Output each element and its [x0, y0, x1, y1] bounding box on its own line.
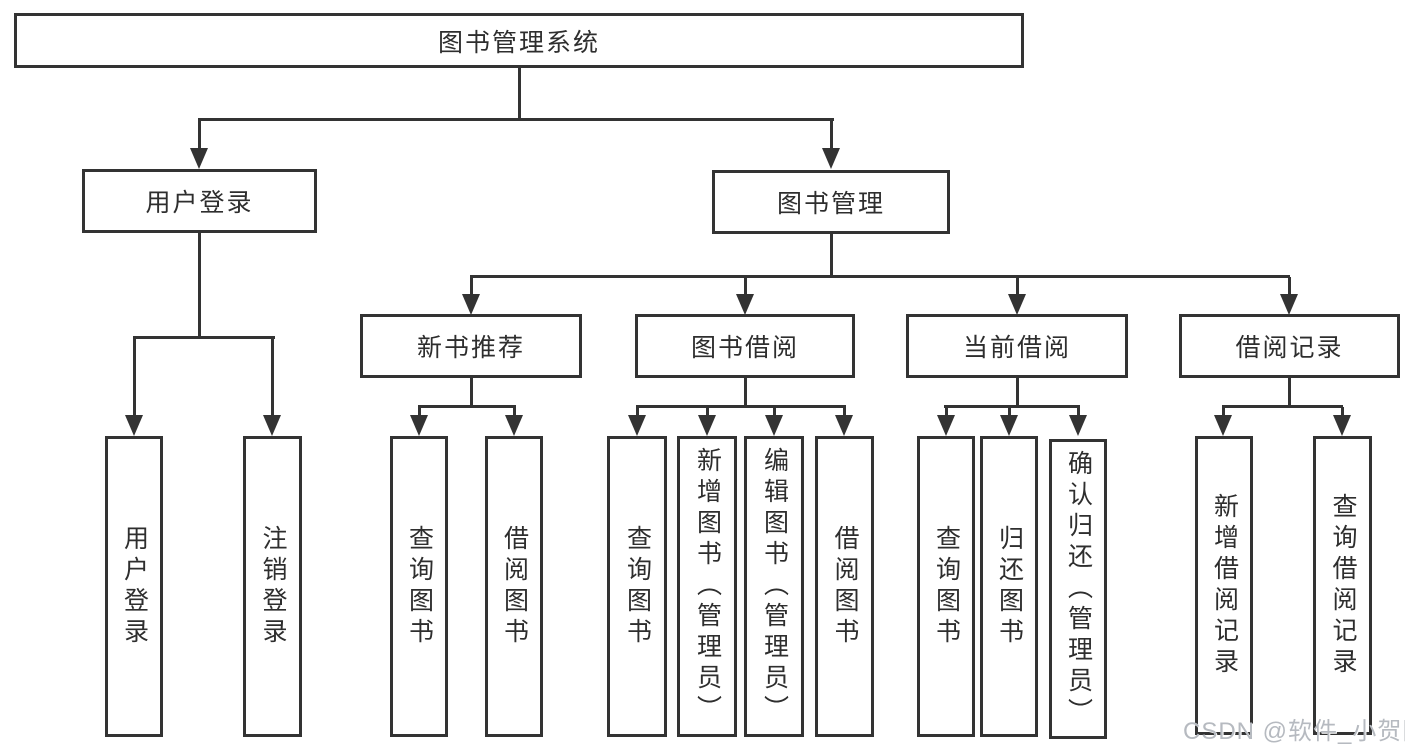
arrowhead-down-icon — [937, 415, 955, 436]
arrowhead-down-icon — [410, 415, 428, 436]
connector-line — [706, 407, 709, 417]
leaf-logout: 注销登录 — [243, 436, 302, 737]
leaf-label: 新增借阅记录 — [1210, 492, 1239, 679]
leaf-label: 编辑图书（管理员） — [760, 447, 789, 726]
arrowhead-down-icon — [462, 294, 480, 315]
leaf-label: 新增图书（管理员） — [693, 447, 722, 726]
leaf-label: 查询图书 — [405, 524, 434, 649]
leaf-query-borrowing-record: 查询借阅记录 — [1313, 436, 1372, 735]
connector-line — [1288, 377, 1291, 407]
connector-line — [1077, 407, 1080, 417]
connector-line — [133, 338, 136, 416]
connector-line — [198, 120, 201, 149]
leaf-label: 查询图书 — [623, 524, 652, 649]
leaf-query-books: 查询图书 — [607, 436, 667, 737]
leaf-borrow-books: 借阅图书 — [485, 436, 543, 737]
connector-line — [944, 405, 1080, 408]
connector-line — [198, 118, 834, 121]
arrowhead-down-icon — [1008, 294, 1026, 315]
arrowhead-down-icon — [1333, 415, 1351, 436]
leaf-user-login: 用户登录 — [105, 436, 163, 737]
arrowhead-down-icon — [263, 415, 281, 436]
arrowhead-down-icon — [1280, 294, 1298, 315]
arrowhead-down-icon — [822, 148, 840, 169]
node-label: 用户登录 — [145, 189, 254, 217]
leaf-label: 查询借阅记录 — [1329, 492, 1357, 679]
connector-line — [133, 336, 275, 339]
connector-line — [470, 277, 473, 295]
node-label: 图书借阅 — [690, 334, 799, 362]
connector-line — [744, 277, 747, 295]
leaf-label: 借阅图书 — [831, 524, 859, 649]
leaf-label: 注销登录 — [259, 524, 287, 649]
connector-line — [1288, 277, 1291, 295]
leaf-confirm-return-admin: 确认归还（管理员） — [1049, 439, 1107, 739]
connector-line — [1016, 277, 1019, 295]
leaf-label: 归还图书 — [995, 524, 1024, 649]
node-library-management-system: 图书管理系统 — [14, 13, 1024, 68]
arrowhead-down-icon — [835, 415, 853, 436]
node-label: 图书管理系统 — [437, 28, 600, 57]
csdn-watermark: CSDN @软件_小贺同学 — [1183, 718, 1405, 745]
arrowhead-down-icon — [190, 148, 208, 169]
leaf-add-books-admin: 新增图书（管理员） — [677, 436, 737, 737]
connector-line — [1016, 377, 1019, 407]
node-new-book-recommendation: 新书推荐 — [360, 314, 582, 378]
leaf-label: 用户登录 — [120, 524, 149, 649]
arrowhead-down-icon — [698, 415, 716, 436]
connector-line — [470, 377, 473, 407]
arrowhead-down-icon — [628, 415, 646, 436]
connector-line — [1008, 407, 1011, 417]
node-book-management: 图书管理 — [712, 170, 950, 234]
connector-line — [830, 233, 833, 278]
arrowhead-down-icon — [765, 415, 783, 436]
node-label: 图书管理 — [776, 190, 885, 218]
leaf-label: 查询图书 — [932, 524, 961, 649]
arrowhead-down-icon — [736, 294, 754, 315]
arrowhead-down-icon — [505, 415, 523, 436]
connector-line — [418, 407, 421, 417]
leaf-return-books: 归还图书 — [980, 436, 1038, 737]
leaf-add-borrowing-record: 新增借阅记录 — [1195, 436, 1253, 735]
leaf-edit-books-admin: 编辑图书（管理员） — [744, 436, 804, 737]
connector-line — [518, 68, 521, 120]
connector-line — [1222, 407, 1225, 417]
leaf-label: 借阅图书 — [500, 524, 529, 649]
connector-line — [271, 338, 274, 416]
node-user-login: 用户登录 — [82, 169, 317, 233]
node-label: 当前借阅 — [962, 334, 1071, 362]
connector-line — [945, 407, 948, 417]
leaf-borrow-books: 借阅图书 — [815, 436, 874, 737]
connector-line — [1222, 405, 1343, 408]
node-current-borrowing: 当前借阅 — [906, 314, 1128, 378]
node-label: 借阅记录 — [1235, 334, 1344, 362]
arrowhead-down-icon — [1000, 415, 1018, 436]
arrowhead-down-icon — [125, 415, 143, 436]
connector-line — [1341, 407, 1344, 417]
node-borrowing-records: 借阅记录 — [1179, 314, 1400, 378]
connector-line — [773, 407, 776, 417]
leaf-label: 确认归还（管理员） — [1064, 449, 1093, 729]
connector-line — [470, 275, 1290, 278]
leaf-query-books: 查询图书 — [917, 436, 975, 737]
connector-line — [636, 405, 846, 408]
connector-line — [198, 232, 201, 338]
arrowhead-down-icon — [1214, 415, 1232, 436]
connector-line — [418, 405, 516, 408]
node-label: 新书推荐 — [416, 334, 525, 362]
connector-line — [830, 120, 833, 149]
connector-line — [513, 407, 516, 417]
connector-line — [636, 407, 639, 417]
connector-line — [843, 407, 846, 417]
leaf-query-books: 查询图书 — [390, 436, 448, 737]
connector-line — [744, 377, 747, 407]
node-book-borrowing: 图书借阅 — [635, 314, 855, 378]
arrowhead-down-icon — [1069, 415, 1087, 436]
